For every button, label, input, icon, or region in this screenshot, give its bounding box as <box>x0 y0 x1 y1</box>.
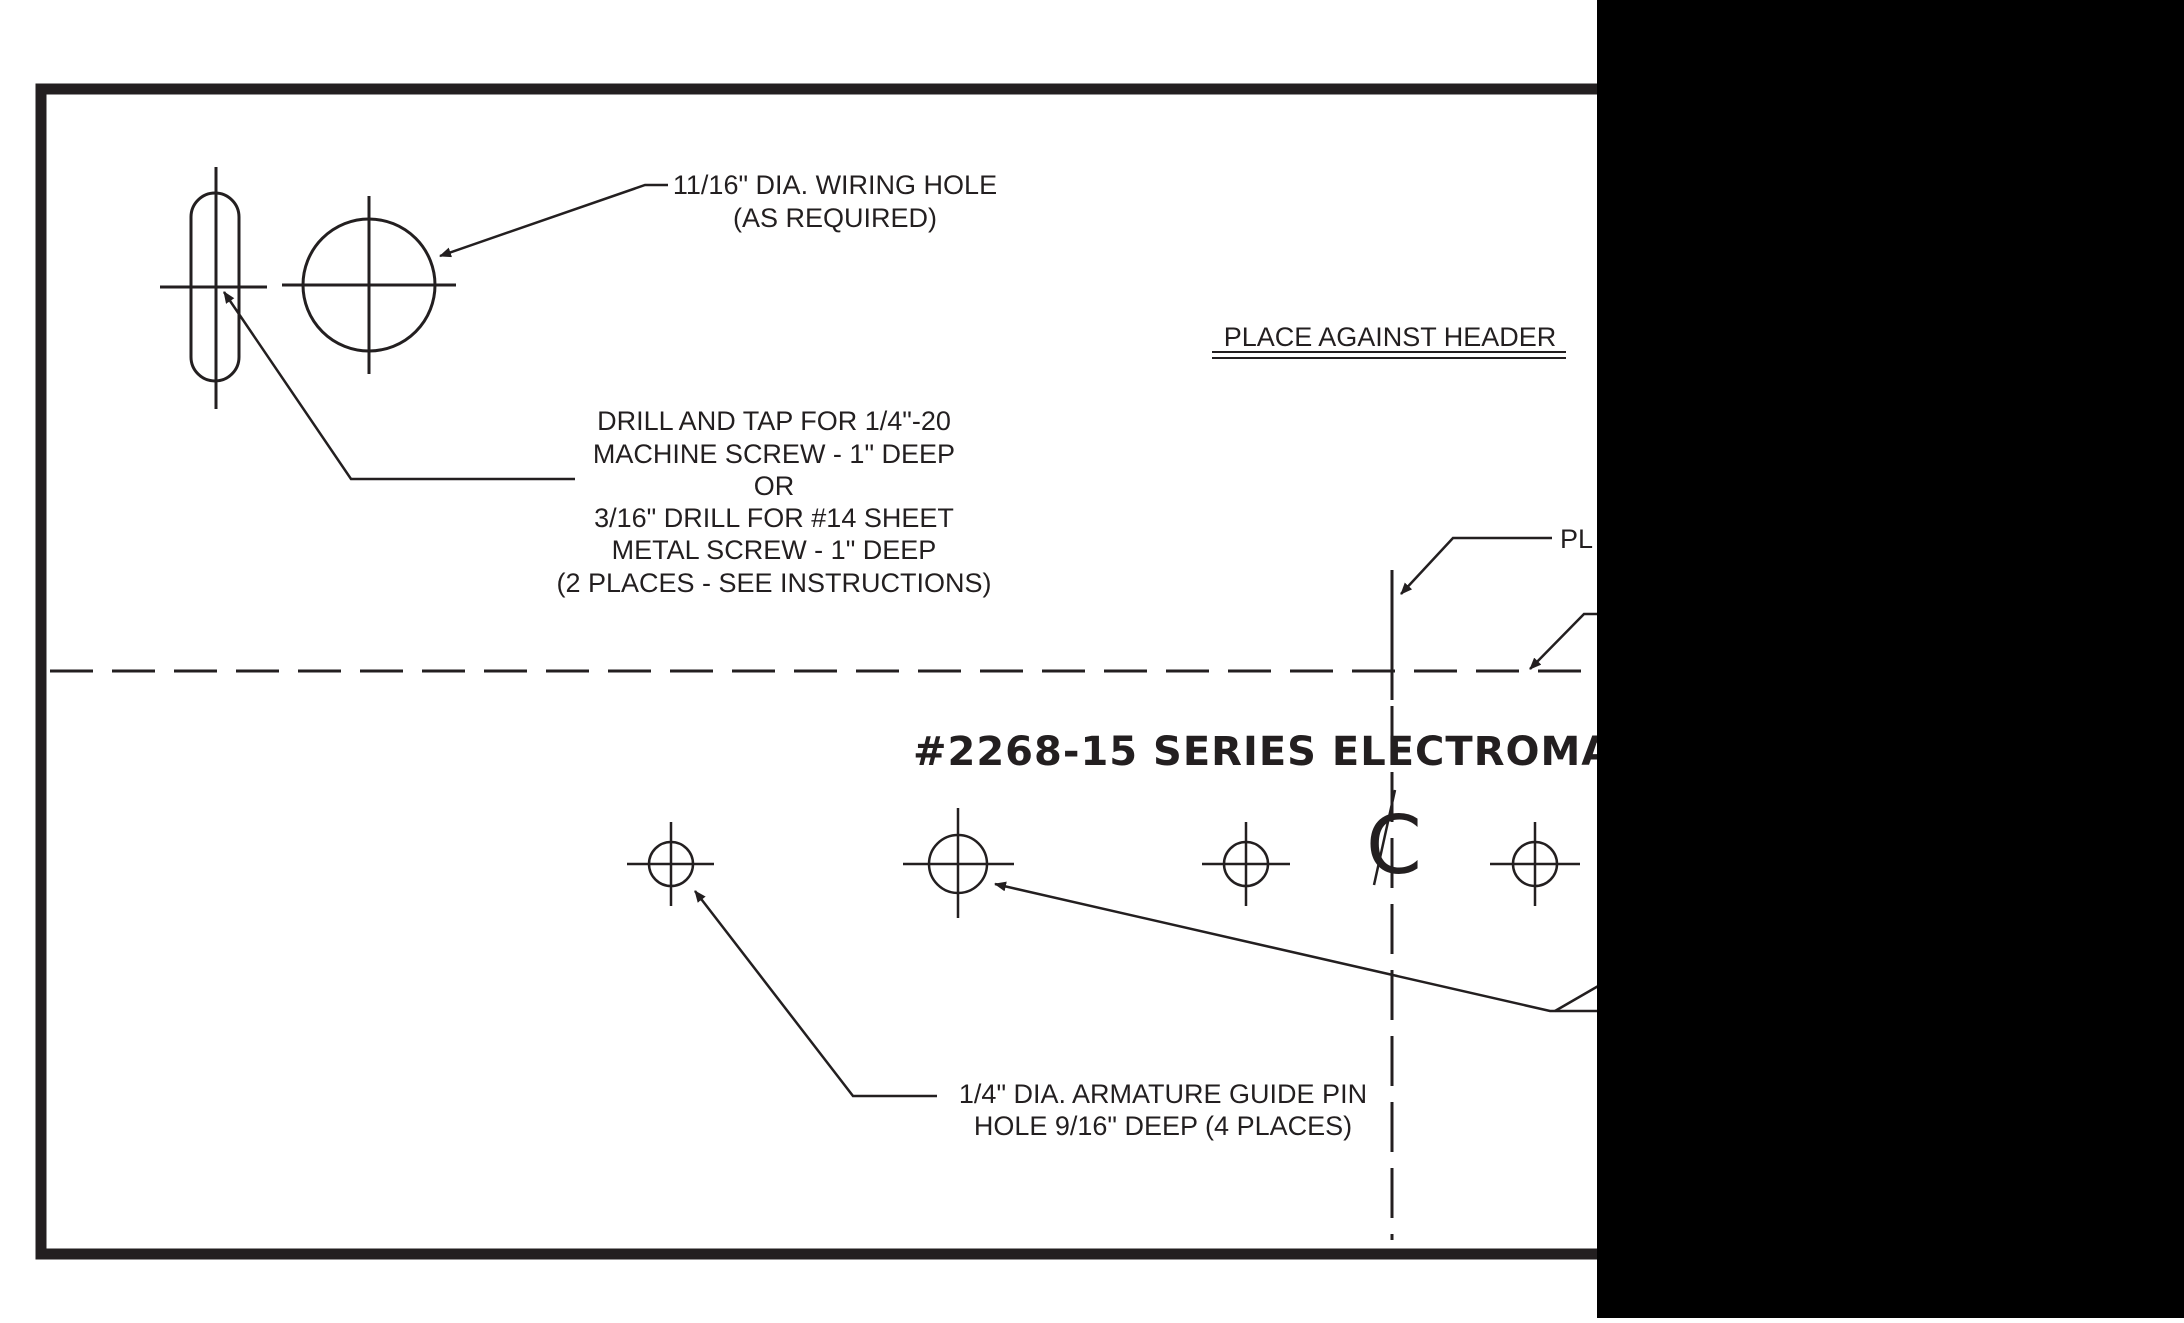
drill-label-line5: METAL SCREW - 1" DEEP <box>612 535 937 565</box>
drill-label-line3: OR <box>754 471 795 501</box>
large-hole-leader-branch <box>1554 983 1601 1013</box>
drill-leader <box>222 291 575 481</box>
guide-pin-label-line2: HOLE 9/16" DEEP (4 PLACES) <box>974 1111 1352 1141</box>
drill-label-line2: MACHINE SCREW - 1" DEEP <box>593 439 955 469</box>
guide-pin-label-line1: 1/4" DIA. ARMATURE GUIDE PIN <box>959 1079 1367 1109</box>
large-hole <box>903 808 1014 918</box>
guide-pin-hole-3 <box>1490 822 1580 906</box>
black-mask-panel <box>1597 0 2184 1318</box>
drill-label-line1: DRILL AND TAP FOR 1/4"-20 <box>597 406 951 436</box>
guide-pin-hole-1 <box>627 822 714 906</box>
place-against-header-label: PLACE AGAINST HEADER <box>1224 322 1557 352</box>
dashed-line-leader <box>1529 612 1600 670</box>
slot-mounting-hole <box>160 167 267 409</box>
partial-label: PL <box>1560 524 1593 554</box>
vertical-centerline-leader <box>1400 536 1552 595</box>
drill-label-line6: (2 PLACES - SEE INSTRUCTIONS) <box>556 568 991 598</box>
guide-pin-hole-2 <box>1202 822 1290 906</box>
guide-pin-leader <box>694 890 937 1098</box>
centerline-symbol: C <box>1366 789 1422 892</box>
wiring-hole-label-line2: (AS REQUIRED) <box>733 203 937 233</box>
series-title: #2268-15 SERIES ELECTROMAG <box>913 729 1647 775</box>
wiring-hole-leader <box>439 183 668 258</box>
drill-label-line4: 3/16" DRILL FOR #14 SHEET <box>594 503 954 533</box>
wiring-hole <box>282 196 456 374</box>
large-hole-leader <box>994 881 1600 1013</box>
wiring-hole-label-line1: 11/16" DIA. WIRING HOLE <box>673 170 997 200</box>
